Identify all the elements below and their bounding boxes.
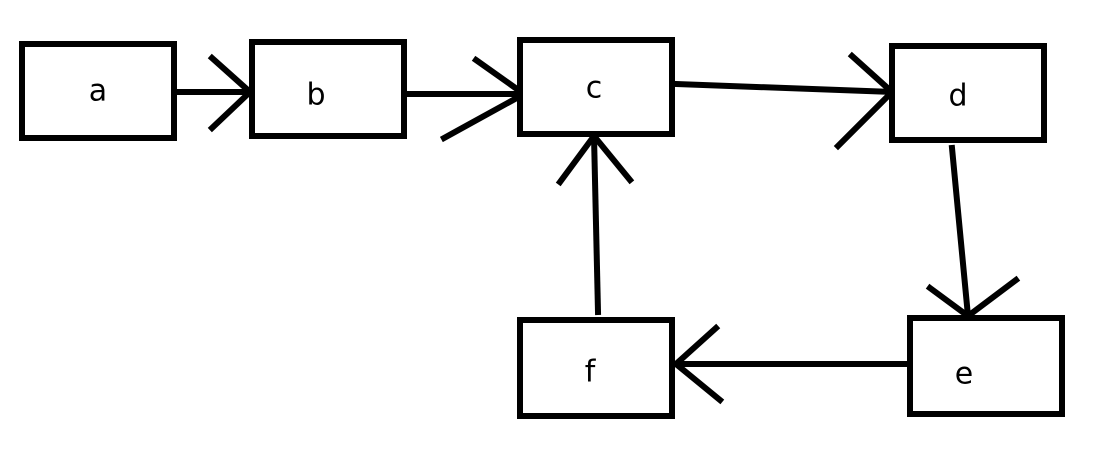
node-b: b [249,39,407,139]
node-d-label: d [948,79,967,114]
edge-e-to-f [671,323,913,405]
node-b-label: b [306,78,325,113]
edge-d-to-e [925,144,1021,320]
node-c: c [517,37,675,137]
edge-b-to-c [403,55,530,143]
edge-f-to-c [555,131,635,316]
node-a-label: a [89,74,107,109]
node-a: a [19,41,177,141]
edge-a-to-b [175,53,255,133]
node-e: e [907,315,1065,417]
node-f: f [517,317,675,419]
node-d: d [889,43,1047,143]
edge-c-to-d [672,51,897,151]
node-c-label: c [586,71,603,106]
node-e-label: e [955,357,973,392]
node-f-label: f [585,355,597,390]
